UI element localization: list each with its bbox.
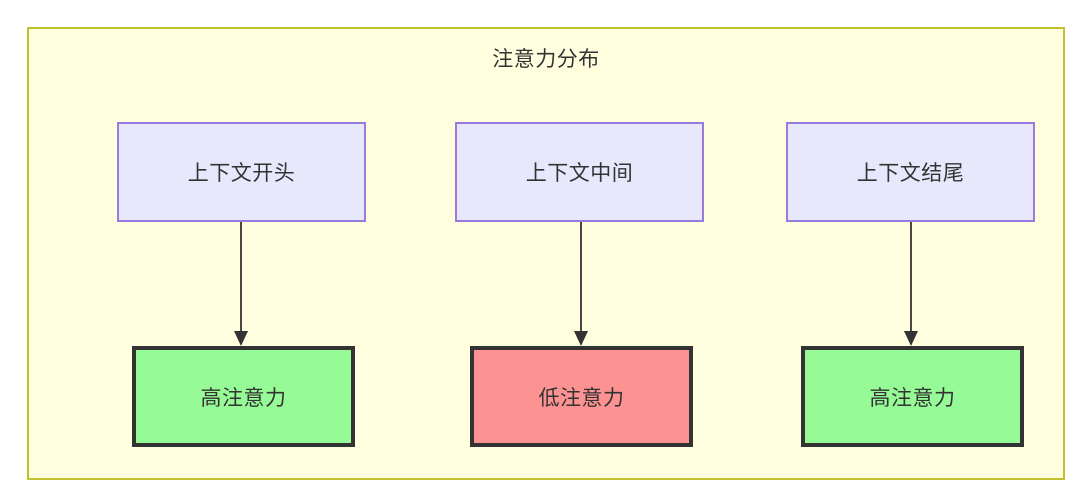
node-label: 高注意力 [869,386,956,410]
node-label: 低注意力 [538,386,625,410]
node-context-middle[interactable]: 上下文中间 [455,122,704,222]
node-label: 高注意力 [200,386,287,410]
edge-context-start-to-high-attention [231,222,251,348]
node-high-attention-start[interactable]: 高注意力 [132,346,355,447]
node-context-end[interactable]: 上下文结尾 [786,122,1035,222]
node-label: 上下文中间 [525,162,634,185]
node-low-attention-middle[interactable]: 低注意力 [470,346,693,447]
attention-distribution-subgraph: 注意力分布 上下文开头 上下文中间 上下文结尾 [27,27,1065,480]
node-label: 上下文结尾 [856,162,965,185]
edge-context-end-to-high-attention [901,222,921,348]
node-high-attention-end[interactable]: 高注意力 [801,346,1024,447]
edge-context-middle-to-low-attention [571,222,591,348]
node-context-start[interactable]: 上下文开头 [117,122,366,222]
node-label: 上下文开头 [187,162,296,185]
subgraph-title: 注意力分布 [492,48,600,71]
